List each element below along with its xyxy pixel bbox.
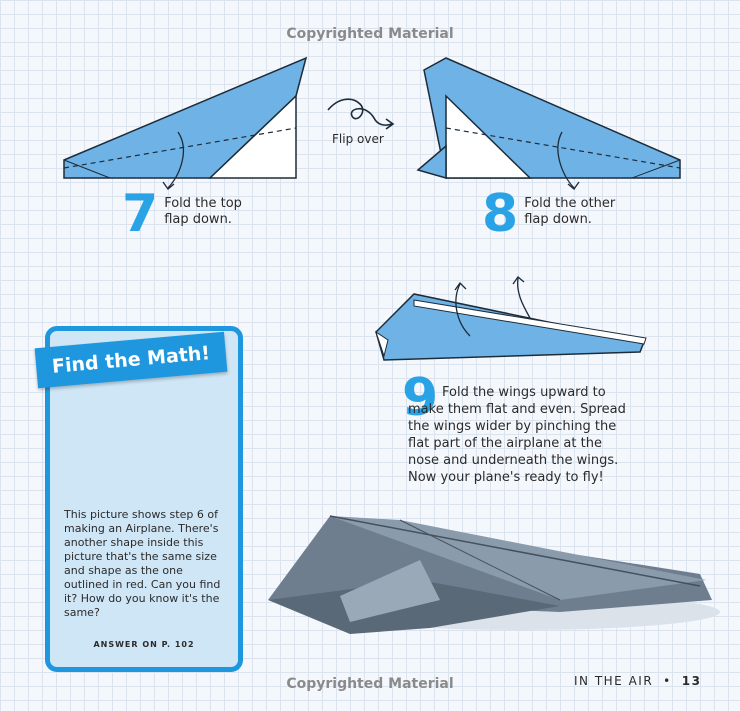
- find-the-math-body: This picture shows step 6 of making an A…: [64, 508, 221, 619]
- step-8-line-2: flap down.: [524, 212, 592, 227]
- step-7-number: 7: [122, 184, 159, 244]
- step9-diagram: [375, 276, 647, 361]
- step-8-text: Fold the other flap down.: [524, 192, 615, 228]
- page-number: 13: [681, 674, 702, 688]
- section-name: IN THE AIR: [574, 674, 654, 688]
- separator-dot: •: [663, 674, 672, 688]
- page-footer: IN THE AIR • 13: [574, 674, 701, 688]
- step8-diagram: [416, 57, 681, 190]
- answer-reference: ANSWER ON P. 102: [93, 640, 195, 649]
- step7-diagram: [63, 56, 308, 190]
- step-8-line-1: Fold the other: [524, 196, 616, 211]
- step-8: 8 Fold the other flap down.: [482, 184, 615, 244]
- flip-over-icon: [327, 98, 395, 130]
- step-7-text: Fold the top flap down.: [164, 192, 242, 228]
- step-7-line-1: Fold the top: [164, 196, 242, 211]
- watermark-top: Copyrighted Material: [286, 26, 454, 42]
- finished-airplane-image: [268, 515, 720, 634]
- watermark-bottom: Copyrighted Material: [286, 676, 454, 692]
- step-7-line-2: flap down.: [164, 212, 232, 227]
- step-9-number: 9: [402, 368, 439, 428]
- step-8-number: 8: [482, 184, 519, 244]
- flip-over-label: Flip over: [332, 132, 384, 146]
- step-9-text: Fold the wings upward to make them flat …: [408, 385, 626, 485]
- step-7: 7 Fold the top flap down.: [122, 184, 242, 244]
